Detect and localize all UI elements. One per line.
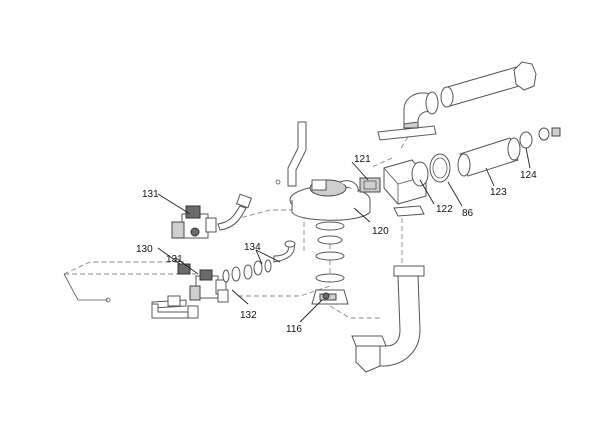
end-cap-124 [519, 127, 561, 149]
burner-116 [311, 289, 349, 305]
fittings-134 [253, 240, 296, 276]
seal-86 [429, 153, 451, 183]
fittings-132 [217, 264, 253, 303]
callout-131-lower: 131 [166, 254, 183, 265]
callout-123: 123 [490, 187, 507, 198]
callout-124: 124 [520, 170, 537, 181]
callout-86: 86 [462, 208, 474, 219]
callout-132: 132 [240, 310, 257, 321]
air-box [383, 159, 429, 205]
callout-131-upper: 131 [142, 189, 159, 200]
connector-plate [393, 205, 425, 217]
callout-130: 130 [136, 244, 153, 255]
callout-134: 134 [244, 242, 261, 253]
flue-pipe-upper [440, 61, 537, 108]
callout-120: 120 [372, 226, 389, 237]
flue-elbow-upper [403, 91, 439, 125]
valve-cap-130 [177, 263, 191, 275]
callout-122: 122 [436, 204, 453, 215]
gas-pipe-lower-left [63, 273, 199, 319]
vertical-gas-tube [275, 121, 307, 187]
burner-gaskets [315, 221, 345, 283]
gas-valve-upper [171, 205, 217, 239]
callout-121: 121 [354, 154, 371, 165]
flue-elbow-lower [351, 265, 425, 373]
callout-116: 116 [286, 324, 302, 335]
elbow-pipe-upper [217, 193, 252, 231]
flue-pipe-123 [457, 137, 521, 177]
filter-121 [359, 177, 381, 193]
leader-lines [157, 147, 531, 323]
gas-valve-lower [189, 269, 227, 301]
blower-fan-120 [289, 179, 371, 221]
callout-labels: 131 130 131 134 132 116 121 120 122 86 1… [136, 154, 537, 335]
